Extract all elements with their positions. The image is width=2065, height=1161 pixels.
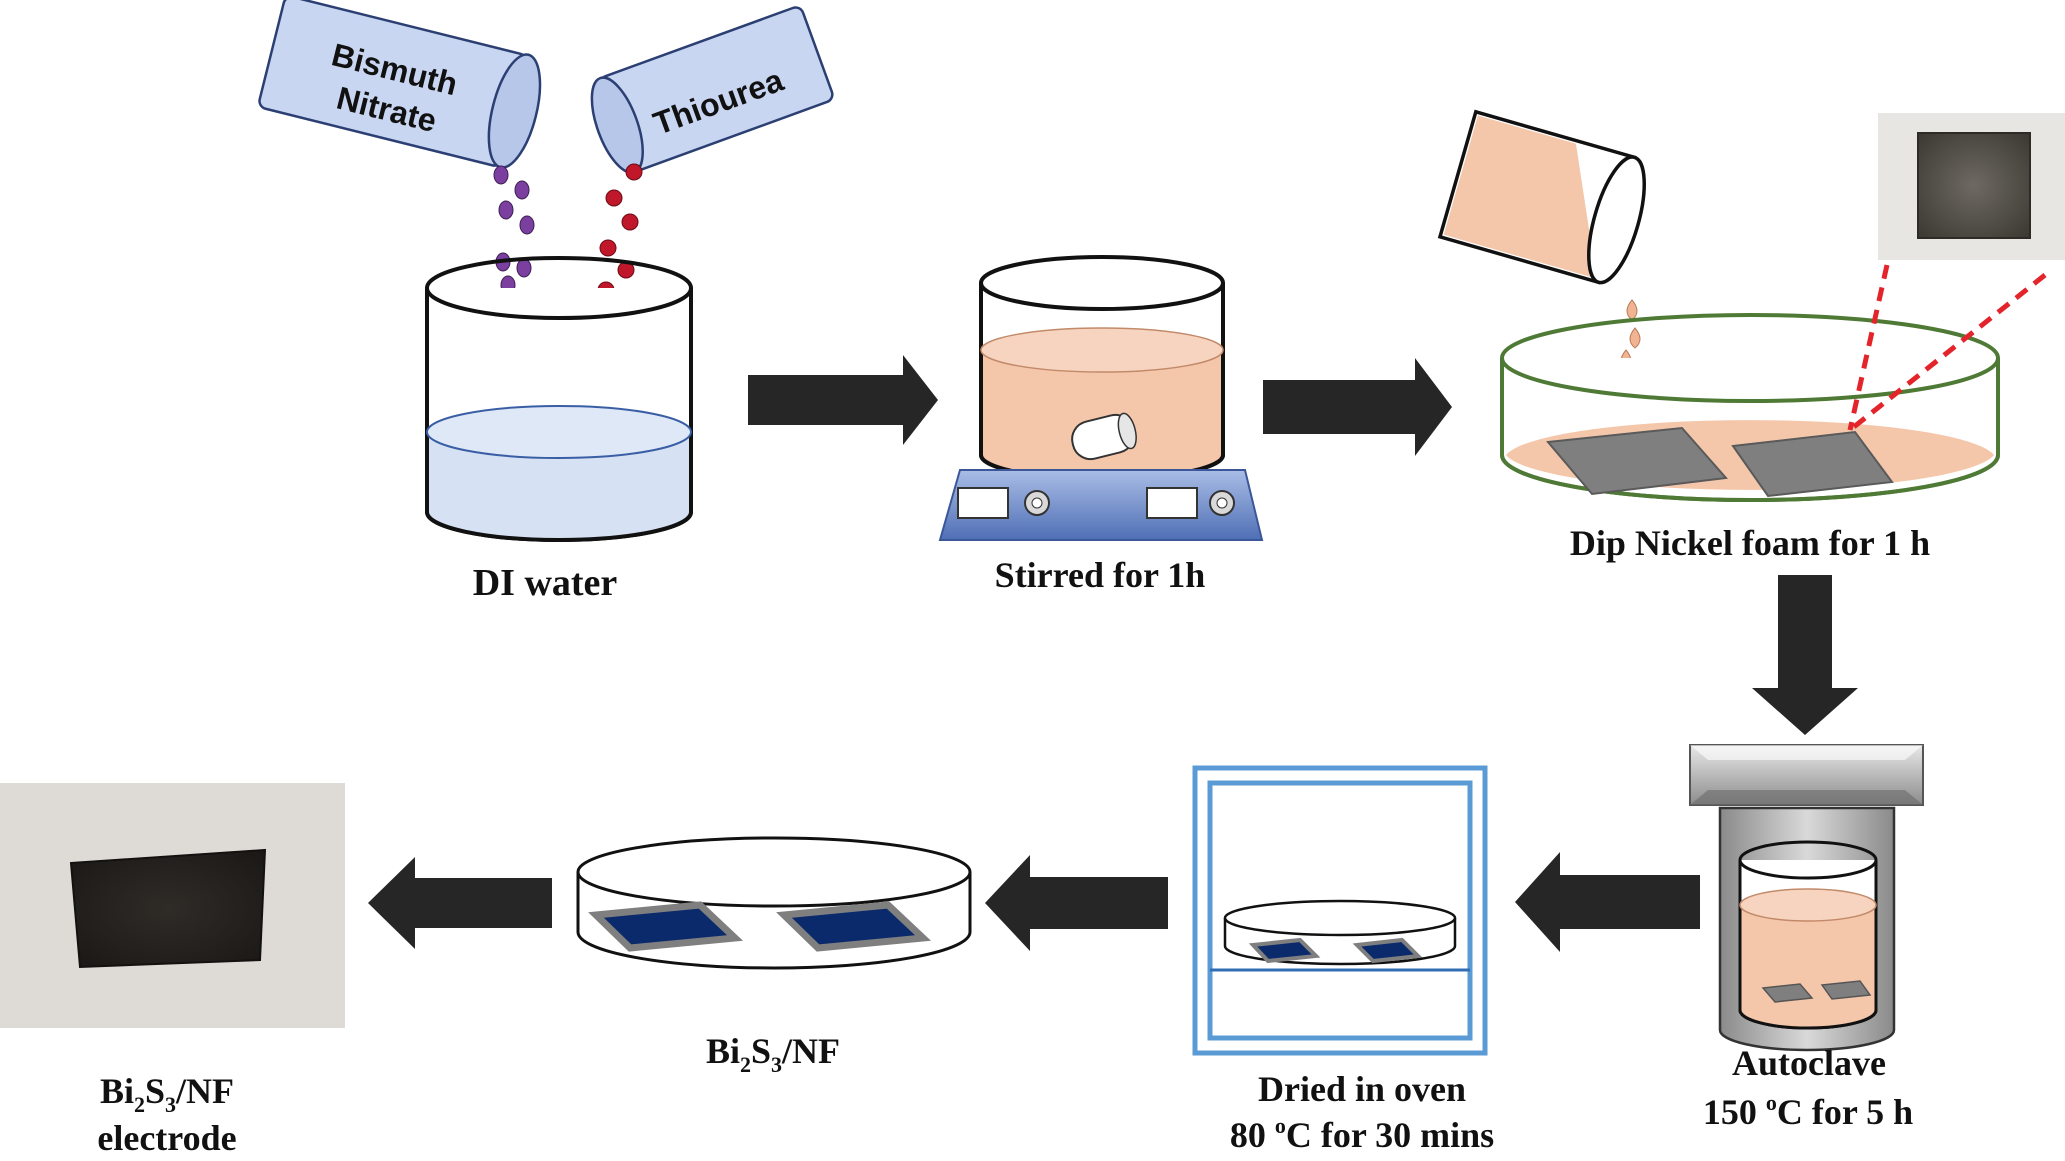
dried-degree: o <box>1275 1113 1286 1138</box>
arrow-to-stirring <box>748 355 938 445</box>
di-water-label: DI water <box>473 562 618 604</box>
arrow-to-product <box>985 855 1168 951</box>
electrode-sub-3: 3 <box>165 1092 176 1117</box>
product-sample-1 <box>588 901 744 952</box>
autoclave-foam-2 <box>1820 980 1872 1000</box>
arrow-to-oven <box>1515 852 1700 952</box>
electrode-nf: /NF <box>175 1071 234 1111</box>
product-sub-3: 3 <box>771 1052 782 1077</box>
nickel-foam-piece-2 <box>1731 430 1894 498</box>
magnetic-stirrer <box>938 469 1264 541</box>
electrode-photo <box>0 783 345 1028</box>
product-s: S <box>751 1031 771 1071</box>
product-label: Bi2S3/NF <box>706 1031 840 1077</box>
dried-label-line1: Dried in oven <box>1258 1069 1466 1109</box>
product-nf: /NF <box>781 1031 840 1071</box>
autoclave-time: C for 5 h <box>1777 1092 1913 1132</box>
autoclave-liner <box>1738 840 1878 1030</box>
product-bi: Bi <box>706 1031 740 1071</box>
dried-time: C for 30 mins <box>1286 1115 1494 1155</box>
nickel-foam-piece-1 <box>1546 426 1729 496</box>
autoclave-foam-1 <box>1761 983 1814 1003</box>
nickel-foam-photo <box>1878 113 2065 260</box>
arrow-to-electrode <box>368 857 552 949</box>
autoclave-lid <box>1689 744 1924 806</box>
autoclave-degree: o <box>1766 1090 1777 1115</box>
pouring-beaker <box>1437 109 1646 285</box>
dried-label-line2: 80 oC for 30 mins <box>1230 1113 1494 1155</box>
autoclave-temp: 150 <box>1703 1092 1766 1132</box>
electrode-sub-2: 2 <box>134 1092 145 1117</box>
laser-pointer-lines <box>1847 264 2047 432</box>
autoclave-label-line2: 150 oC for 5 h <box>1703 1090 1913 1132</box>
oven-sample-1 <box>1248 937 1321 964</box>
product-sample-2 <box>776 901 932 952</box>
stir-bar <box>1071 412 1137 461</box>
electrode-label-line2: electrode <box>97 1118 236 1158</box>
bismuth-nitrate-bottle: Bismuth Nitrate <box>258 0 542 169</box>
thiourea-bottle: Thiourea <box>590 6 834 174</box>
arrow-to-dipping <box>1263 358 1452 456</box>
product-sub-2: 2 <box>740 1052 751 1077</box>
stirred-label: Stirred for 1h <box>995 555 1206 595</box>
electrode-label-line1: Bi2S3/NF <box>100 1071 234 1117</box>
dried-temp: 80 <box>1230 1115 1275 1155</box>
autoclave-label-line1: Autoclave <box>1732 1043 1886 1083</box>
dip-label: Dip Nickel foam for 1 h <box>1570 523 1930 563</box>
oven-sample-2 <box>1352 937 1423 964</box>
electrode-bi: Bi <box>100 1071 134 1111</box>
di-water-beaker <box>425 256 693 542</box>
drying-oven <box>1192 765 1488 1056</box>
arrow-to-autoclave <box>1752 575 1858 735</box>
electrode-s: S <box>145 1071 165 1111</box>
